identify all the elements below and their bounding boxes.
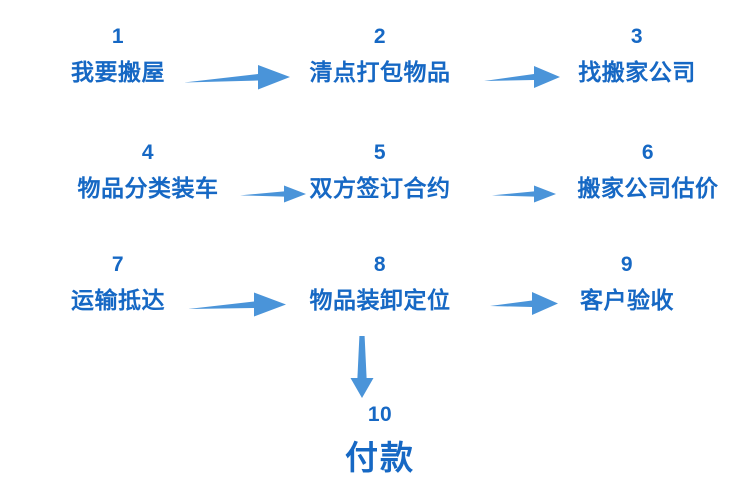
step-7-number: 7 (111, 253, 125, 276)
step-6-number: 6 (641, 141, 655, 164)
step-1: 1 我要搬屋 (58, 26, 178, 84)
step-9: 9 客户验收 (562, 254, 692, 312)
step-5: 5 双方签订合约 (290, 142, 470, 200)
step-10: 10 付款 (300, 404, 460, 474)
step-4-label: 物品分类装车 (77, 175, 219, 201)
step-5-label: 双方签订合约 (309, 175, 451, 201)
step-3: 3 找搬家公司 (562, 26, 712, 84)
step-6: 6 搬家公司估价 (558, 142, 738, 200)
step-10-number: 10 (367, 403, 393, 426)
step-3-label: 找搬家公司 (578, 59, 696, 85)
step-8-number: 8 (373, 253, 387, 276)
arrow-7-to-8 (188, 290, 286, 320)
step-10-label: 付款 (345, 439, 415, 476)
step-8-label: 物品装卸定位 (309, 287, 451, 313)
step-7: 7 运输抵达 (58, 254, 178, 312)
arrow-5-to-6 (492, 184, 556, 204)
arrow-1-to-2 (184, 62, 290, 92)
step-5-number: 5 (373, 141, 387, 164)
arrow-8-to-9 (490, 290, 558, 316)
step-8: 8 物品装卸定位 (290, 254, 470, 312)
arrow-8-to-10 (340, 336, 384, 398)
step-2: 2 清点打包物品 (290, 26, 470, 84)
step-4-number: 4 (141, 141, 155, 164)
step-1-number: 1 (111, 25, 125, 48)
step-7-label: 运输抵达 (71, 287, 165, 313)
step-2-label: 清点打包物品 (309, 59, 451, 85)
step-6-label: 搬家公司估价 (577, 175, 719, 201)
arrow-2-to-3 (484, 64, 560, 90)
step-1-label: 我要搬屋 (71, 59, 165, 85)
arrow-4-to-5 (240, 184, 306, 204)
step-3-number: 3 (630, 25, 644, 48)
step-9-label: 客户验收 (580, 287, 674, 313)
step-9-number: 9 (620, 253, 634, 276)
step-4: 4 物品分类装车 (58, 142, 238, 200)
step-2-number: 2 (373, 25, 387, 48)
